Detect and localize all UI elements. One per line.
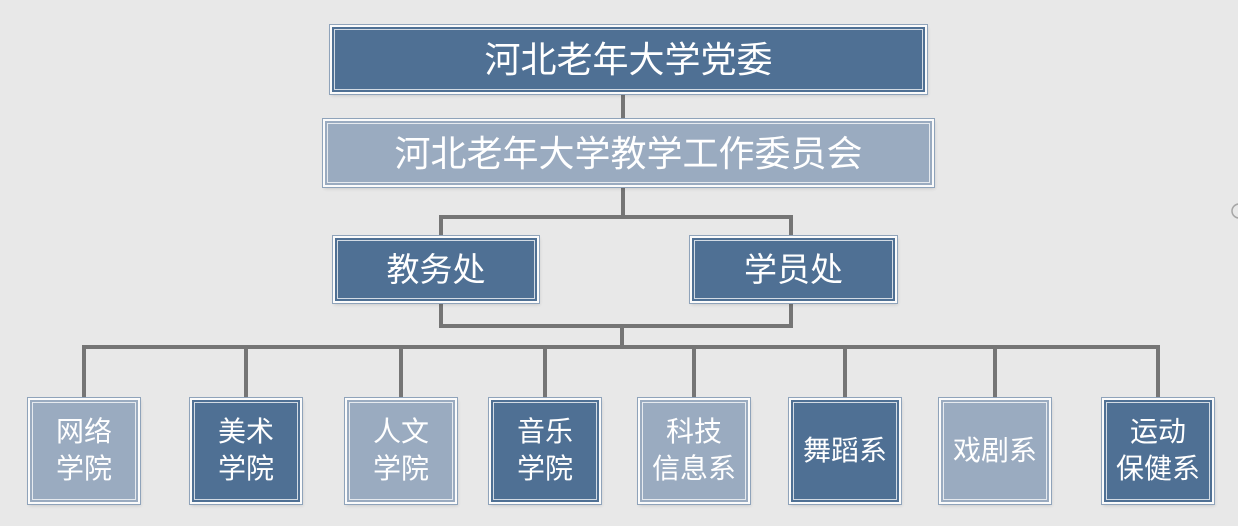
node-label: 教务处 — [386, 250, 486, 288]
node-label: 科技 信息系 — [651, 416, 736, 484]
node-music-college[interactable]: 音乐 学院 — [489, 398, 601, 504]
node-label: 戏剧系 — [952, 434, 1037, 466]
node-network-college[interactable]: 网络 学院 — [28, 398, 140, 504]
node-dance-dept[interactable]: 舞蹈系 — [789, 398, 901, 504]
node-sports-health-dept[interactable]: 运动 保健系 — [1102, 398, 1214, 504]
node-label: 人文 学院 — [372, 416, 429, 484]
node-label: 河北老年大学党委 — [484, 39, 773, 80]
node-humanities-college[interactable]: 人文 学院 — [345, 398, 457, 504]
node-label: 运动 保健系 — [1115, 416, 1200, 484]
node-label: 美术 学院 — [217, 416, 274, 484]
node-student-affairs-office[interactable]: 学员处 — [690, 236, 897, 303]
node-sci-tech-info-dept[interactable]: 科技 信息系 — [638, 398, 750, 504]
connector-l3-merge — [439, 302, 793, 328]
node-label: 舞蹈系 — [802, 434, 887, 466]
node-label: 河北老年大学教学工作委员会 — [394, 132, 863, 174]
connector-bus — [82, 345, 1160, 399]
node-label: 学员处 — [744, 250, 843, 288]
node-fine-arts-college[interactable]: 美术 学院 — [190, 398, 302, 504]
node-academic-affairs-office[interactable]: 教务处 — [333, 236, 539, 303]
node-label: 音乐 学院 — [516, 416, 573, 484]
node-drama-dept[interactable]: 戏剧系 — [939, 398, 1051, 504]
node-label: 网络 学院 — [55, 416, 112, 484]
node-teaching-work-committee[interactable]: 河北老年大学教学工作委员会 — [323, 119, 934, 187]
connector-l2-split — [439, 215, 793, 238]
partial-circle-icon — [1231, 203, 1238, 219]
node-party-committee[interactable]: 河北老年大学党委 — [330, 25, 927, 94]
